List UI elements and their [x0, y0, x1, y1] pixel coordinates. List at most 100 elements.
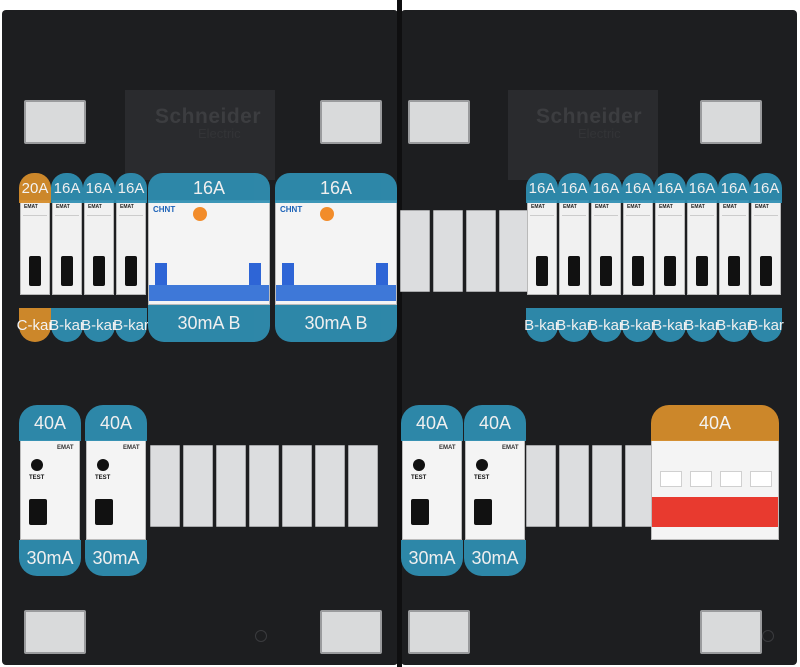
- rcbo-lever[interactable]: [95, 499, 113, 525]
- breaker-face: [55, 215, 79, 232]
- rcbo-lever[interactable]: [474, 499, 492, 525]
- cover-handle[interactable]: [700, 100, 762, 144]
- cover-handle[interactable]: [408, 610, 470, 654]
- breaker[interactable]: EMAT: [687, 200, 717, 295]
- breaker[interactable]: EMAT: [20, 200, 50, 295]
- cover-handle[interactable]: [320, 610, 382, 654]
- curve-label: B-kar: [81, 308, 117, 342]
- rcd-lever[interactable]: [282, 263, 294, 285]
- breaker[interactable]: EMAT: [84, 200, 114, 295]
- curve-label: B-kar: [588, 308, 624, 342]
- breaker-toggle[interactable]: [696, 256, 708, 286]
- breaker-toggle[interactable]: [728, 256, 740, 286]
- cover-handle[interactable]: [24, 100, 86, 144]
- rcbo-test-label: TEST: [474, 475, 490, 481]
- breaker-brand: EMAT: [659, 204, 673, 210]
- rcd-rail: [149, 285, 269, 301]
- breaker-toggle[interactable]: [536, 256, 548, 286]
- breaker-toggle[interactable]: [632, 256, 644, 286]
- breaker-toggle[interactable]: [29, 256, 41, 286]
- rcbo[interactable]: TEST EMAT: [20, 440, 80, 540]
- blank-fillers-top: [400, 210, 529, 292]
- breaker[interactable]: EMAT: [116, 200, 146, 295]
- screw: [255, 630, 267, 642]
- rcbo-test-button[interactable]: [31, 459, 43, 471]
- rcbo-brand: EMAT: [123, 445, 140, 451]
- rcd-switch[interactable]: CHNT: [148, 200, 270, 305]
- screw: [762, 630, 774, 642]
- hood-left: [125, 90, 275, 180]
- blank-module: [348, 445, 378, 527]
- rcbo[interactable]: TEST EMAT: [465, 440, 525, 540]
- rcbo-rating-label: 40A: [464, 405, 526, 441]
- rcbo-test-label: TEST: [95, 475, 111, 481]
- curve-label: C-kar: [17, 308, 53, 342]
- breaker-toggle[interactable]: [568, 256, 580, 286]
- curve-label: B-kar: [652, 308, 688, 342]
- curve-label: B-kar: [620, 308, 656, 342]
- rating-label: 20A: [19, 173, 51, 203]
- breaker[interactable]: EMAT: [623, 200, 653, 295]
- breaker-toggle[interactable]: [125, 256, 137, 286]
- breaker-face: [562, 215, 586, 232]
- breaker[interactable]: EMAT: [527, 200, 557, 295]
- blank-module: [315, 445, 345, 527]
- rcbo[interactable]: TEST EMAT: [86, 440, 146, 540]
- breaker-brand: EMAT: [595, 204, 609, 210]
- breaker-toggle[interactable]: [600, 256, 612, 286]
- rcbo-test-label: TEST: [411, 475, 427, 481]
- rcd-type-label: 30mA B: [275, 305, 397, 342]
- main-switch[interactable]: [651, 440, 779, 540]
- rcd-test-knob[interactable]: [193, 207, 207, 221]
- main-switch-handle[interactable]: [652, 497, 778, 527]
- breaker[interactable]: EMAT: [751, 200, 781, 295]
- breaker[interactable]: EMAT: [52, 200, 82, 295]
- breaker-face: [87, 215, 111, 232]
- rcd-type-label: 30mA B: [148, 305, 270, 342]
- main-switch-window: [720, 471, 742, 487]
- rcbo-test-button[interactable]: [476, 459, 488, 471]
- breaker-face: [594, 215, 618, 232]
- cover-handle[interactable]: [320, 100, 382, 144]
- brand-logo-sub-right: Electric: [578, 126, 621, 141]
- breaker-face: [690, 215, 714, 232]
- rcd-test-knob[interactable]: [320, 207, 334, 221]
- rcd-switch[interactable]: CHNT: [275, 200, 397, 305]
- breaker-toggle[interactable]: [93, 256, 105, 286]
- rating-label: 16A: [115, 173, 147, 203]
- rcbo-lever[interactable]: [29, 499, 47, 525]
- cover-handle[interactable]: [24, 610, 86, 654]
- rcd-lever[interactable]: [155, 263, 167, 285]
- breaker-toggle[interactable]: [760, 256, 772, 286]
- rating-label: 16A: [750, 173, 782, 203]
- rcbo-brand: EMAT: [502, 445, 519, 451]
- rcbo-rating-label: 40A: [19, 405, 81, 441]
- breaker[interactable]: EMAT: [719, 200, 749, 295]
- rcbo-lever[interactable]: [411, 499, 429, 525]
- rcbo-test-button[interactable]: [97, 459, 109, 471]
- blank-module: [433, 210, 463, 292]
- breaker-brand: EMAT: [120, 204, 134, 210]
- breaker-brand: EMAT: [24, 204, 38, 210]
- rcbo-test-button[interactable]: [413, 459, 425, 471]
- rcd-lever[interactable]: [249, 263, 261, 285]
- rcd-lever[interactable]: [376, 263, 388, 285]
- breaker-brand: EMAT: [56, 204, 70, 210]
- breaker[interactable]: EMAT: [655, 200, 685, 295]
- cover-handle[interactable]: [700, 610, 762, 654]
- rcd-rating-label: 16A: [275, 173, 397, 203]
- rating-label: 16A: [654, 173, 686, 203]
- rcbo-rating-label: 40A: [85, 405, 147, 441]
- breaker[interactable]: EMAT: [559, 200, 589, 295]
- rcbo-brand: EMAT: [57, 445, 74, 451]
- rcbo-test-label: TEST: [29, 475, 45, 481]
- main-switch-window: [750, 471, 772, 487]
- cover-handle[interactable]: [408, 100, 470, 144]
- breaker[interactable]: EMAT: [591, 200, 621, 295]
- rcbo[interactable]: TEST EMAT: [402, 440, 462, 540]
- blank-module: [249, 445, 279, 527]
- breaker-brand: EMAT: [88, 204, 102, 210]
- breaker-toggle[interactable]: [664, 256, 676, 286]
- brand-logo-left: Schneider: [155, 105, 262, 128]
- breaker-toggle[interactable]: [61, 256, 73, 286]
